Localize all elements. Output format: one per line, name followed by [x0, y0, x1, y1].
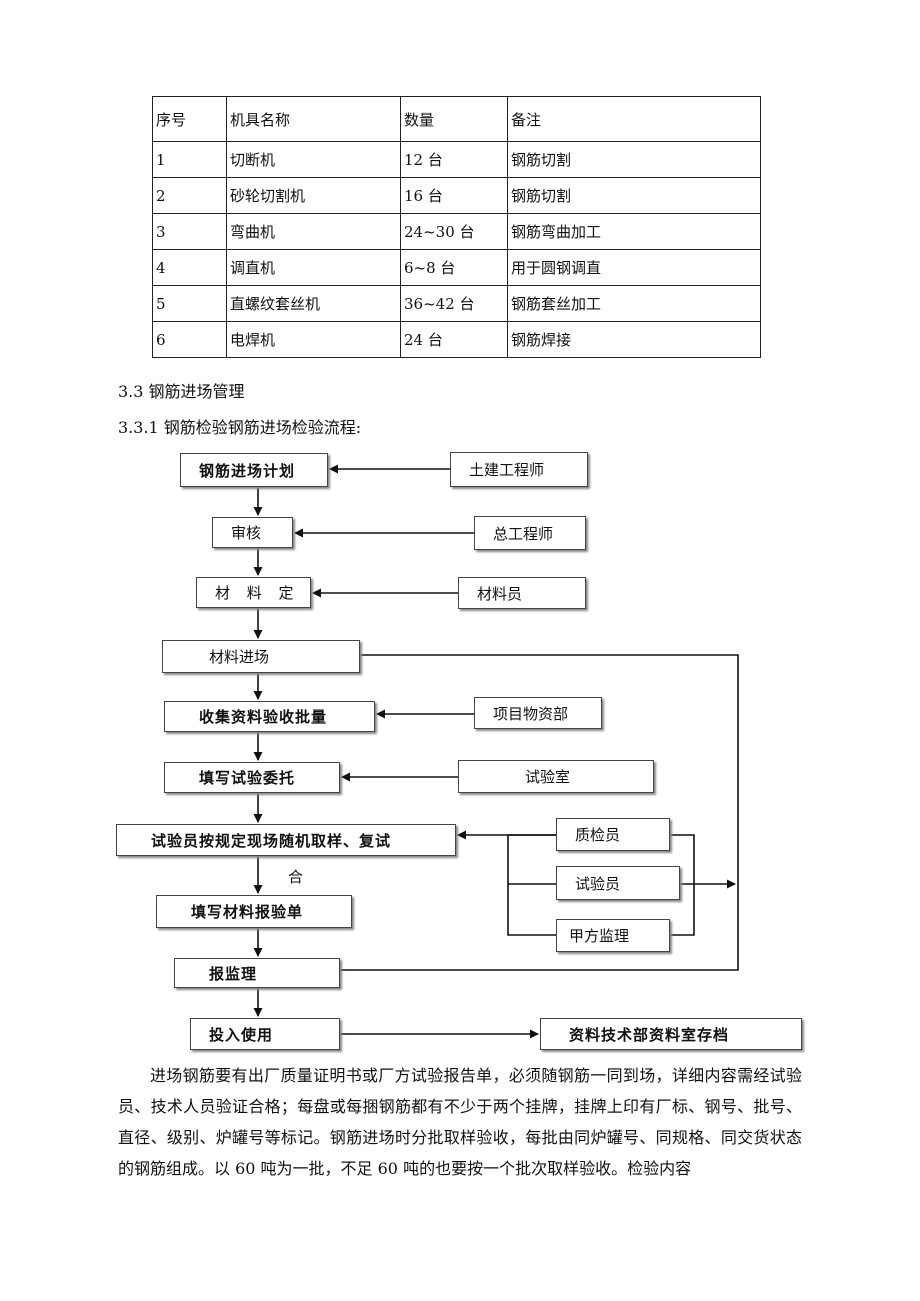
cell-quantity: 24~30 台 [400, 213, 508, 250]
header-remark: 备注 [507, 96, 761, 142]
box-owner-supervisor: 甲方监理 [556, 919, 670, 952]
box-material-arrival: 材料进场 [162, 640, 360, 673]
cell-index: 5 [152, 285, 227, 322]
cell-remark: 钢筋焊接 [507, 321, 761, 358]
box-civil-engineer: 土建工程师 [450, 452, 588, 487]
box-qc-inspector: 质检员 [556, 818, 670, 851]
cell-remark: 钢筋切割 [507, 141, 761, 178]
machinery-table: 序号 机具名称 数量 备注 1 切断机 12 台 钢筋切割 2 砂轮切割机 16… [152, 96, 761, 358]
box-sampling: 试验员按规定现场随机取样、复试 [116, 824, 456, 856]
box-put-into-use: 投入使用 [190, 1018, 340, 1050]
box-chief-engineer: 总工程师 [474, 516, 586, 550]
section-heading: 3.3 钢筋进场管理 [118, 382, 245, 401]
box-rebar-plan: 钢筋进场计划 [180, 453, 328, 487]
box-tester: 试验员 [556, 866, 680, 900]
box-material-clerk: 材料员 [458, 577, 586, 609]
box-material-set: 材 料 定 [196, 577, 311, 608]
box-archive: 资料技术部资料室存档 [540, 1018, 802, 1050]
box-report-supervisor: 报监理 [174, 958, 340, 988]
cell-quantity: 16 台 [400, 177, 508, 214]
box-review: 审核 [212, 517, 293, 548]
table-row: 1 切断机 12 台 钢筋切割 [152, 141, 761, 178]
subsection-heading: 3.3.1 钢筋检验钢筋进场检验流程: [118, 418, 362, 437]
table-row: 2 砂轮切割机 16 台 钢筋切割 [152, 177, 761, 214]
cell-name: 切断机 [226, 141, 401, 178]
cell-name: 电焊机 [226, 321, 401, 358]
header-index: 序号 [152, 96, 227, 142]
box-fill-commission: 填写试验委托 [164, 762, 340, 793]
body-paragraph: 进场钢筋要有出厂质量证明书或厂方试验报告单，必须随钢筋一同到场，详细内容需经试验… [118, 1066, 802, 1178]
cell-index: 4 [152, 249, 227, 286]
box-lab: 试验室 [458, 760, 654, 793]
table-header-row: 序号 机具名称 数量 备注 [152, 96, 761, 142]
header-name: 机具名称 [226, 96, 401, 142]
box-fill-report: 填写材料报验单 [156, 895, 352, 928]
table-row: 6 电焊机 24 台 钢筋焊接 [152, 321, 761, 358]
table-row: 5 直螺纹套丝机 36~42 台 钢筋套丝加工 [152, 285, 761, 322]
box-project-material-dept: 项目物资部 [474, 697, 602, 729]
cell-quantity: 36~42 台 [400, 285, 508, 322]
pass-label: 合 [288, 868, 304, 886]
box-collect-data: 收集资料验收批量 [164, 701, 375, 732]
cell-name: 直螺纹套丝机 [226, 285, 401, 322]
cell-quantity: 12 台 [400, 141, 508, 178]
table-row: 3 弯曲机 24~30 台 钢筋弯曲加工 [152, 213, 761, 250]
cell-remark: 钢筋套丝加工 [507, 285, 761, 322]
cell-remark: 钢筋弯曲加工 [507, 213, 761, 250]
